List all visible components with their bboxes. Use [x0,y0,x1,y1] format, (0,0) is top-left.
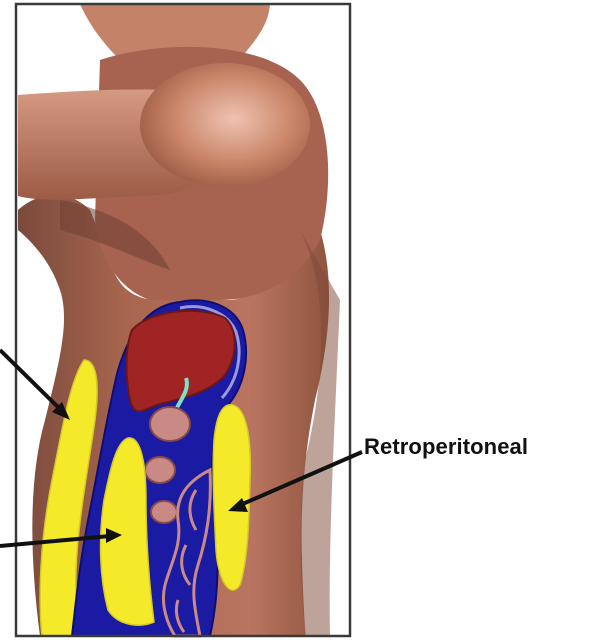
shoulder-shape [140,63,310,187]
intestine-loop-3 [151,501,177,523]
retroperitoneal-fat [213,405,250,590]
retroperitoneal-label: Retroperitoneal [364,434,528,460]
intestine-loop-2 [145,457,175,483]
intestine-loop-1 [150,407,190,441]
